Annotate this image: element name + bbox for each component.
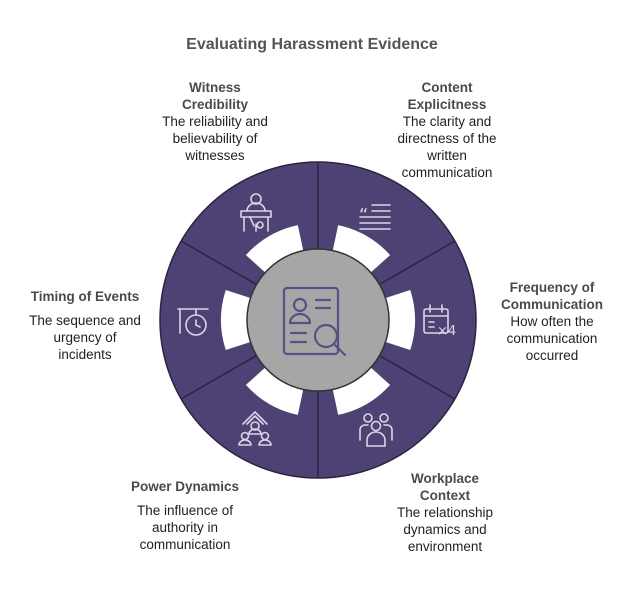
heading-timing-of-events: Timing of Events: [30, 289, 140, 304]
heading-power-dynamics: Power Dynamics: [130, 479, 240, 494]
segment-divider: [379, 354, 456, 400]
segment-divider: [379, 240, 456, 286]
calendar-x4-icon: ×4: [423, 304, 456, 339]
witness-stand-icon: [240, 193, 272, 232]
quote-lines-icon: “: [359, 204, 391, 230]
segment-divider: [180, 240, 257, 286]
page-title: Evaluating Harassment Evidence: [186, 36, 438, 53]
segment-dividers: [180, 162, 456, 478]
svg-text:×4: ×4: [437, 324, 456, 339]
clock-timing-icon: [177, 308, 209, 336]
document-search-icon: [282, 286, 347, 357]
hierarchy-icon: [238, 411, 272, 446]
people-group-icon: [359, 413, 393, 447]
svg-text:“: “: [359, 205, 368, 226]
segment-divider: [180, 354, 257, 400]
center-hub: [246, 248, 390, 392]
